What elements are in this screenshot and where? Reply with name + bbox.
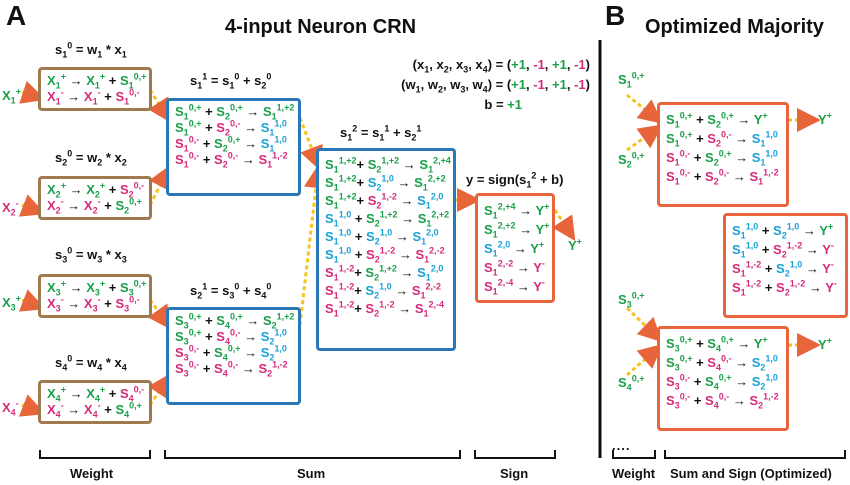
b-box-1: S10,+ + S20,+ → Y+ S10,+ + S20,- → S11,0… xyxy=(657,102,789,207)
bracket-weight xyxy=(39,450,151,459)
weight-eq-1: s10 = w1 * x1 xyxy=(55,40,127,60)
sum-box-2: S30,+ + S40,+ → S21,+2 S30,+ + S40,- → S… xyxy=(166,307,301,405)
weight-box-1: X1+ → X1+ + S10,+ X1- → X1- + S10,- xyxy=(38,67,152,111)
wire-x4-in xyxy=(18,394,46,417)
sign-eq: y = sign(s12 + b) xyxy=(466,170,564,190)
sum-box-3: S11,+2+ S21,+2 → S12,+4 S11,+2+ S21,0 → … xyxy=(316,148,456,351)
params-block: (x1, x2, x3, x4) = (+1, -1, +1, -1) (w1,… xyxy=(401,57,590,112)
bracket-b-sum-sign xyxy=(664,450,846,459)
sum-eq-1: s11 = s10 + s20 xyxy=(190,71,272,91)
weight-eq-4: s40 = w4 * x4 xyxy=(55,353,127,373)
weight-box-4: X4+ → X4+ + S40,- X4- → X4- + S40,+ xyxy=(38,380,152,424)
b-output-2: Y+ xyxy=(818,335,832,352)
wire-sign-out xyxy=(552,209,576,242)
b-bracket-label-sum-sign: Sum and Sign (Optimized) xyxy=(670,466,832,481)
sum-eq-3: s12 = s11 + s21 xyxy=(340,123,422,143)
bracket-b-weight xyxy=(612,450,656,459)
b-input-s3: S30,+ xyxy=(618,290,645,310)
panel-b-title: Optimized Majority xyxy=(645,16,824,38)
b-dots: .... xyxy=(612,438,631,453)
wire-w4-sum2 xyxy=(148,373,172,406)
params-x-line: (x1, x2, x3, x4) = ( xyxy=(412,57,512,75)
bracket-label-sum: Sum xyxy=(297,466,326,481)
weight-box-3: X3+ → X3+ + S30,+ X3- → X3- + S30,- xyxy=(38,274,152,318)
weight-eq-3: s30 = w3 * x3 xyxy=(55,245,127,265)
bracket-sign xyxy=(474,450,556,459)
wire-b-s3-in xyxy=(625,306,663,343)
input-x3: X3+ xyxy=(2,293,21,313)
b-box-3: S30,+ + S40,+ → Y+ S30,+ + S40,- → S21,0… xyxy=(657,326,789,431)
input-x2: X2- xyxy=(2,198,19,218)
sum-eq-2: s21 = s30 + s40 xyxy=(190,281,272,301)
wire-x2-in xyxy=(18,194,46,217)
wire-x3-in xyxy=(18,289,46,312)
bracket-label-weight: Weight xyxy=(70,466,114,481)
wire-sum2-sum3 xyxy=(298,164,328,326)
b-box-2: S11,0 + S21,0 → Y+ S11,0 + S21,-2 → Y- S… xyxy=(723,213,848,318)
wire-x1-in xyxy=(19,80,46,104)
output-y-a: Y+ xyxy=(568,236,582,253)
panel-a-title: 4-input Neuron CRN xyxy=(225,16,417,38)
panel-a-letter: A xyxy=(6,0,27,31)
params-w-line: (w1, w2, w3, w4) = ( xyxy=(401,77,512,95)
b-input-s2: S20,+ xyxy=(618,150,645,170)
b-input-s1: S10,+ xyxy=(618,70,645,90)
wire-w1-sum1 xyxy=(148,89,172,124)
sign-box: S12,+4 → Y+ S12,+2 → Y+ S12,0 → Y+ S12,-… xyxy=(475,193,555,303)
b-bracket-label-weight: Weight xyxy=(612,466,656,481)
panel-b-letter: B xyxy=(605,0,626,31)
weight-eq-2: s20 = w2 * x2 xyxy=(55,148,127,168)
b-input-s4: S40,+ xyxy=(618,373,645,393)
bracket-sum xyxy=(164,450,461,459)
input-x1: X1+ xyxy=(2,86,21,106)
b-output-1: Y+ xyxy=(818,110,832,127)
weight-box-2: X2+ → X2+ + S20,- X2- → X2- + S20,+ xyxy=(38,176,152,220)
wire-b-s1-in xyxy=(626,93,663,124)
wire-sum1-sum3 xyxy=(298,117,323,171)
wire-b-s4-in xyxy=(626,344,663,377)
input-x4: X4- xyxy=(2,398,19,418)
bracket-label-sign: Sign xyxy=(500,466,529,481)
wire-b-s2-in xyxy=(626,124,663,152)
wire-w3-sum2 xyxy=(147,299,172,330)
sum-box-1: S10,+ + S20,+ → S11,+2 S10,+ + S20,- → S… xyxy=(166,98,301,196)
